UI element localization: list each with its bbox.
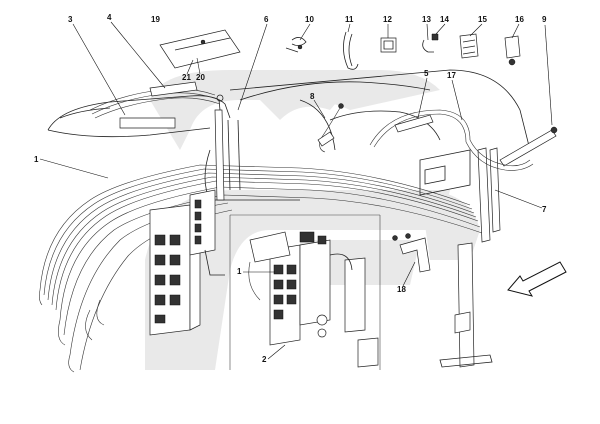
part-14-nut — [431, 33, 439, 41]
callout-4: 4 — [107, 13, 112, 22]
cylinder-7 — [477, 147, 501, 243]
callout-17: 17 — [447, 71, 456, 80]
right-support-post — [439, 242, 493, 368]
callout-6: 6 — [264, 15, 269, 24]
hose-bundle — [39, 164, 483, 373]
callout-12: 12 — [383, 15, 392, 24]
right-valve-block — [248, 231, 379, 368]
car-body-outline — [47, 69, 531, 201]
callout-21: 21 — [182, 73, 191, 82]
hose-loop-5 — [369, 109, 534, 171]
callout-13: 13 — [422, 15, 431, 24]
arrow-down-left-icon — [507, 261, 567, 297]
callout-16: 16 — [515, 15, 524, 24]
callout-5: 5 — [424, 69, 429, 78]
callout-9: 9 — [542, 15, 547, 24]
callout-10: 10 — [305, 15, 314, 24]
callout-19: 19 — [151, 15, 160, 24]
part-13-clip — [422, 39, 434, 53]
callout-14: 14 — [440, 15, 449, 24]
part-11-tie — [343, 31, 359, 70]
part-8-hose — [317, 103, 344, 153]
callout-20: 20 — [196, 73, 205, 82]
callout-2: 2 — [262, 355, 267, 364]
part-16-fitting — [504, 35, 521, 66]
cylinder-9 — [499, 126, 558, 167]
callout-15: 15 — [478, 15, 487, 24]
callout-8: 8 — [310, 92, 315, 101]
callout-labels: 1 1 2 3 4 5 6 7 8 9 10 11 12 13 14 15 16… — [34, 13, 547, 364]
callout-1b: 1 — [237, 267, 242, 276]
callout-11: 11 — [345, 15, 354, 24]
callout-18: 18 — [397, 285, 406, 294]
callout-7: 7 — [542, 205, 547, 214]
part-19-bracket — [159, 29, 241, 69]
cylinder-6 — [214, 94, 225, 201]
leader-lines — [39, 21, 553, 360]
left-valve-block — [149, 189, 225, 336]
callout-1: 1 — [34, 155, 39, 164]
part-15-holder — [459, 33, 479, 59]
part-10-clamp — [285, 37, 307, 53]
top-left-hoses — [89, 81, 221, 129]
part-18-bracket — [392, 233, 431, 273]
part-12-grommet — [380, 37, 397, 53]
detail-frame — [229, 214, 381, 370]
callout-3: 3 — [68, 15, 73, 24]
